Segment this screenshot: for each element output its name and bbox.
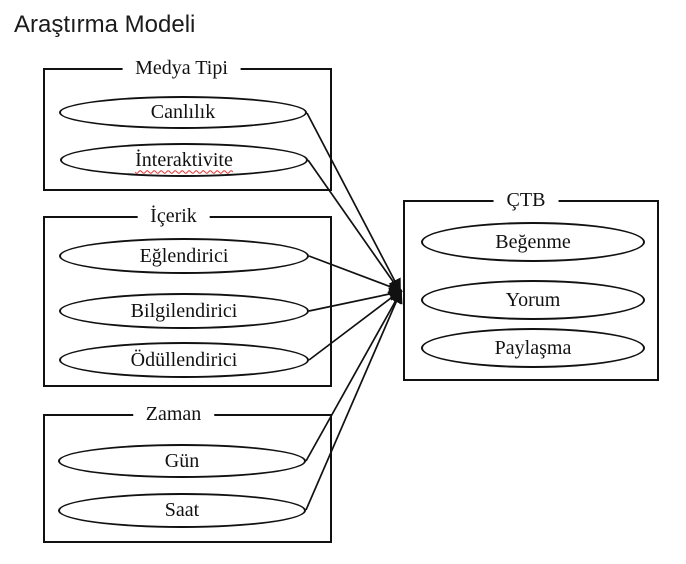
node-eglendirici: Eğlendirici xyxy=(59,238,309,274)
node-label-begenme: Beğenme xyxy=(495,230,571,253)
node-label-odullendirici: Ödüllendirici xyxy=(130,348,238,371)
group-label-medya-tipi: Medya Tipi xyxy=(122,55,241,81)
node-paylasma: Paylaşma xyxy=(421,328,645,368)
node-label-bilgilendirici: Bilgilendirici xyxy=(130,299,238,322)
node-gun: Gün xyxy=(58,444,306,478)
group-box-ctb: ÇTB Beğenme Yorum Paylaşma xyxy=(403,187,659,381)
node-label-saat: Saat xyxy=(164,499,200,521)
node-yorum: Yorum xyxy=(421,280,645,320)
node-interaktivite: İnteraktivite xyxy=(60,143,308,177)
node-bilgilendirici: Bilgilendirici xyxy=(59,293,309,329)
node-saat: Saat xyxy=(58,493,306,528)
group-label-ctb: ÇTB xyxy=(493,187,559,213)
group-label-zaman: Zaman xyxy=(132,401,215,427)
node-odullendirici: Ödüllendirici xyxy=(59,342,309,378)
node-canlilik: Canlılık xyxy=(59,96,307,129)
node-label-interaktivite: İnteraktivite xyxy=(135,148,233,171)
group-label-icerik: İçerik xyxy=(137,203,210,229)
node-label-gun: Gün xyxy=(164,449,200,472)
group-box-medya-tipi: Medya Tipi Canlılık İnteraktivite xyxy=(43,55,332,191)
node-label-eglendirici: Eğlendirici xyxy=(139,244,229,267)
group-box-icerik: İçerik Eğlendirici Bilgilendirici Ödülle… xyxy=(43,203,332,387)
node-label-canlilik: Canlılık xyxy=(150,101,216,123)
node-label-paylasma: Paylaşma xyxy=(494,336,572,359)
page-title: Araştırma Modeli xyxy=(14,11,196,38)
group-box-zaman: Zaman Gün Saat xyxy=(43,401,332,543)
node-begenme: Beğenme xyxy=(421,222,645,262)
node-label-yorum: Yorum xyxy=(505,288,561,311)
